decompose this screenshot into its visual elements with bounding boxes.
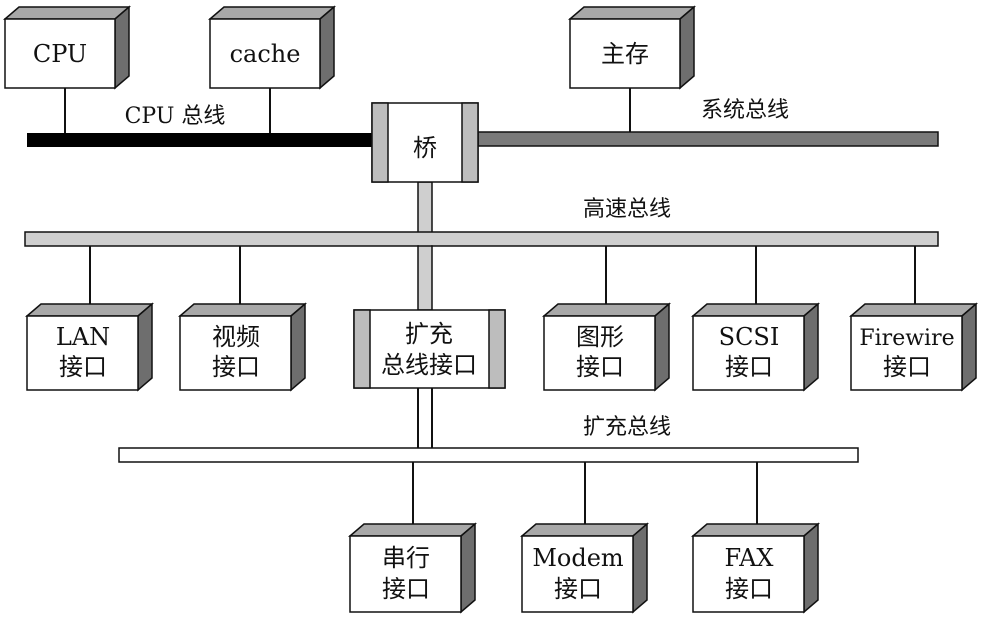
cpu-box-label: CPU	[33, 40, 87, 68]
system-bus	[477, 131, 939, 147]
fax-box: FAX 接口	[690, 522, 821, 614]
expansion-interface-box-face	[353, 309, 506, 389]
fax-box-label-line1: FAX	[725, 544, 774, 572]
high-speed-bus	[24, 231, 939, 247]
serial-box-top	[347, 523, 478, 537]
cpu-bus	[27, 133, 375, 147]
video-box: 视频 接口	[177, 302, 308, 392]
bridge-left-pillar	[371, 102, 389, 183]
scsi-box-side	[803, 302, 819, 392]
modem-box-label-line1: Modem	[532, 544, 624, 572]
expansion-interface-label-line2: 总线接口	[381, 351, 477, 379]
graphics-box-label-line1: 图形	[576, 323, 624, 351]
scsi-box-label-line1: SCSI	[719, 323, 780, 351]
system-bus-label: 系统总线	[701, 98, 789, 123]
cpu-bus-label: CPU 总线	[125, 104, 226, 129]
cache-box-face	[209, 18, 321, 89]
connector-lines	[64, 88, 916, 524]
bridge-stem-joint	[419, 240, 431, 248]
bridge-stem-upper	[417, 181, 433, 235]
expansion-bus-label: 扩充总线	[583, 415, 671, 440]
lan-box-side	[137, 302, 153, 392]
expansion-bus	[118, 447, 859, 463]
cpu-box-top	[2, 6, 132, 20]
main-memory-box-top	[567, 6, 697, 20]
expansion-interface-left-pillar	[353, 309, 371, 389]
cpu-box-side	[114, 5, 130, 90]
bridge-box: 桥	[371, 102, 479, 183]
serial-box-face	[349, 535, 462, 613]
video-box-label-line2: 接口	[212, 353, 260, 381]
cpu-box: CPU	[2, 5, 132, 90]
video-box-top	[177, 303, 308, 317]
graphics-box-label-line2: 接口	[576, 353, 624, 381]
video-box-face	[179, 315, 292, 391]
lan-box-top	[24, 303, 155, 317]
firewire-box-top	[848, 303, 979, 317]
serial-box-label-line2: 接口	[382, 575, 430, 603]
serial-box-side	[460, 522, 476, 614]
cpu-box-face	[4, 18, 116, 89]
firewire-box-label-line1: Firewire	[859, 326, 954, 351]
firewire-box-label-line2: 接口	[883, 353, 931, 381]
fax-box-side	[803, 522, 819, 614]
scsi-box-face	[692, 315, 805, 391]
fax-box-label-line2: 接口	[725, 575, 773, 603]
graphics-box-top	[541, 303, 672, 317]
main-memory-box-label: 主存	[601, 40, 649, 68]
lan-box-label-line1: LAN	[56, 323, 110, 351]
main-memory-box-side	[679, 5, 695, 90]
graphics-box-side	[654, 302, 670, 392]
firewire-box-face	[850, 315, 963, 391]
video-box-side	[290, 302, 306, 392]
modem-box-face	[521, 535, 634, 613]
serial-box: 串行 接口	[347, 522, 478, 614]
firewire-box: Firewire 接口	[848, 302, 979, 392]
modem-box-side	[632, 522, 648, 614]
cache-box-top	[207, 6, 337, 20]
main-memory-box-face	[569, 18, 681, 89]
cache-box-label: cache	[230, 40, 301, 68]
bridge-stem-lower	[417, 245, 433, 311]
graphics-box-face	[543, 315, 656, 391]
lan-box-face	[26, 315, 139, 391]
bridge-box-face	[371, 102, 479, 183]
video-box-label-line1: 视频	[212, 323, 260, 351]
scsi-box-label-line2: 接口	[725, 353, 773, 381]
fax-box-top	[690, 523, 821, 537]
modem-box: Modem 接口	[519, 522, 650, 614]
lan-box: LAN 接口	[24, 302, 155, 392]
cache-box-side	[319, 5, 335, 90]
cache-box: cache	[207, 5, 337, 90]
scsi-box: SCSI 接口	[690, 302, 821, 392]
graphics-box: 图形 接口	[541, 302, 672, 392]
lan-box-label-line2: 接口	[59, 353, 107, 381]
expansion-interface-right-pillar	[488, 309, 506, 389]
fax-box-face	[692, 535, 805, 613]
expansion-interface-box: 扩充 总线接口	[353, 309, 506, 389]
bridge-box-label: 桥	[413, 134, 437, 162]
bridge-right-pillar	[461, 102, 479, 183]
expansion-link	[417, 388, 433, 448]
modem-box-label-line2: 接口	[554, 575, 602, 603]
high-speed-bus-label: 高速总线	[583, 197, 671, 222]
serial-box-label-line1: 串行	[382, 544, 430, 572]
expansion-interface-label-line1: 扩充	[405, 320, 453, 348]
firewire-box-side	[961, 302, 977, 392]
main-memory-box: 主存	[567, 5, 697, 90]
scsi-box-top	[690, 303, 821, 317]
modem-box-top	[519, 523, 650, 537]
